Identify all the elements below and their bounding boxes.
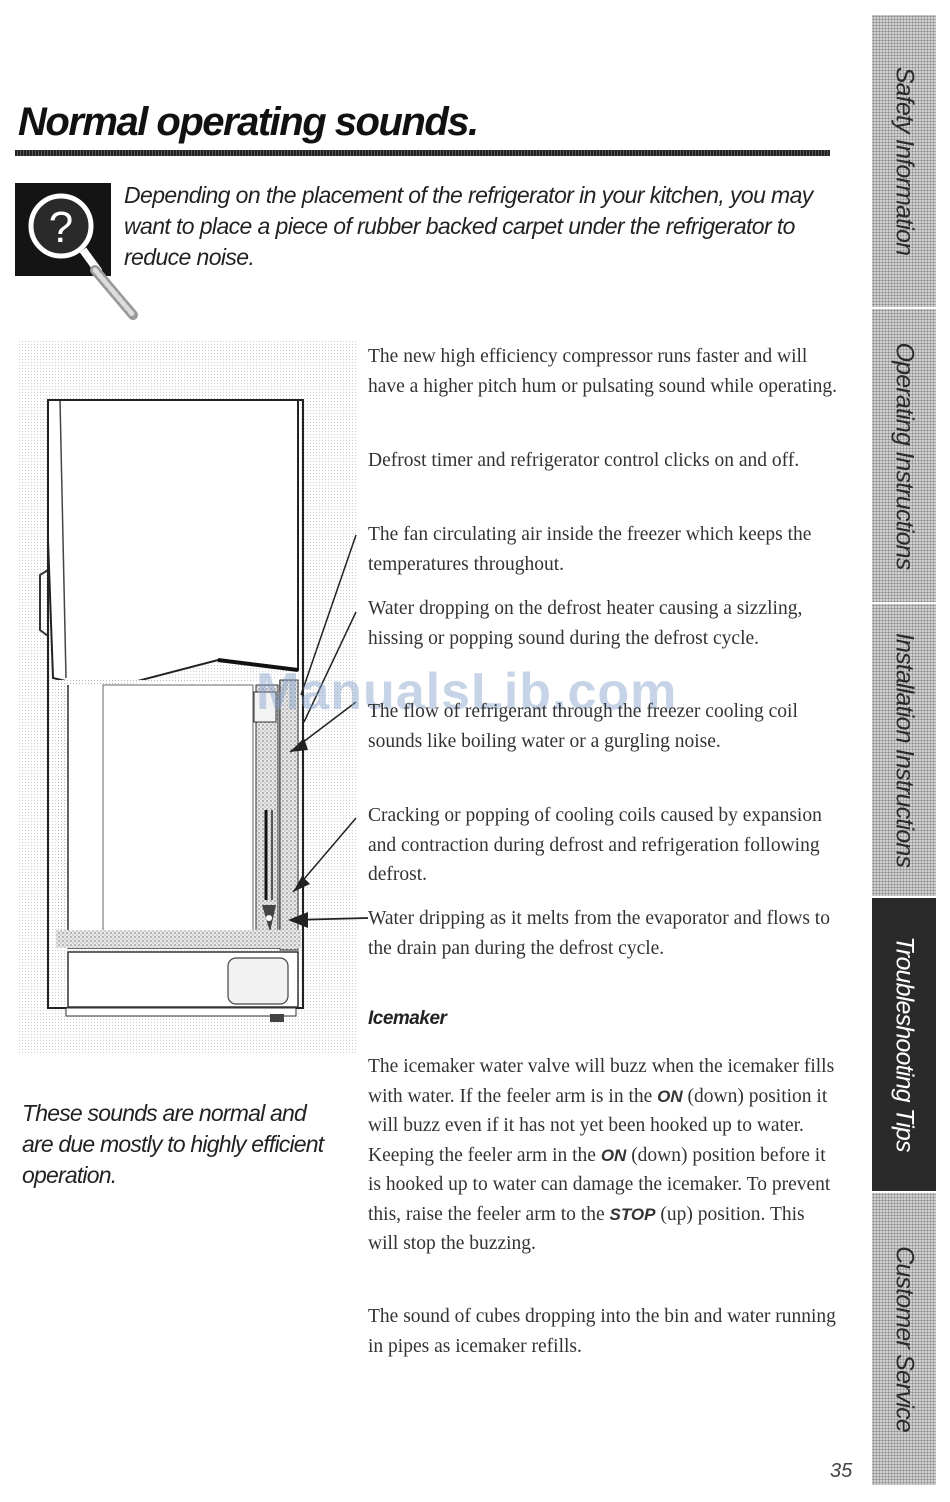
tab-troubleshooting-tips[interactable]: Troubleshooting Tips	[872, 898, 936, 1193]
caption-note: These sounds are normal and are due most…	[22, 1100, 324, 1188]
sound-item: The fan circulating air inside the freez…	[368, 524, 812, 575]
sound-item: Cracking or popping of cooling coils cau…	[368, 805, 822, 885]
tab-label: Installation Instructions	[890, 632, 919, 868]
title-rule	[15, 150, 830, 156]
tip-text: Depending on the placement of the refrig…	[124, 182, 813, 270]
sound-item: The flow of refrigerant through the free…	[368, 701, 798, 752]
refrigerator-diagram	[18, 340, 368, 1055]
tab-operating-instructions[interactable]: Operating Instructions	[872, 309, 936, 604]
stop-keyword: STOP	[609, 1204, 656, 1224]
tab-installation-instructions[interactable]: Installation Instructions	[872, 603, 936, 899]
icemaker-paragraph: The icemaker water valve will buzz when …	[368, 1056, 835, 1254]
sound-item: The new high efficiency compressor runs …	[368, 346, 837, 397]
tab-label: Customer Service	[890, 1245, 919, 1432]
page-number: 35	[830, 1460, 853, 1482]
tab-label: Operating Instructions	[890, 342, 919, 570]
section-tabs: Safety Information Operating Instruction…	[872, 15, 936, 1488]
sound-item: Defrost timer and refrigerator control c…	[368, 450, 800, 471]
on-keyword: ON	[657, 1086, 683, 1106]
page-title: Normal operating sounds.	[18, 100, 479, 144]
question-magnifier-icon: ?	[28, 193, 138, 320]
icemaker-cubes-paragraph: The sound of cubes dropping into the bin…	[368, 1306, 836, 1357]
tab-customer-service[interactable]: Customer Service	[872, 1192, 936, 1488]
watermark: ManualsLib.com	[256, 663, 678, 721]
icemaker-heading: Icemaker	[368, 1008, 447, 1029]
svg-text:?: ?	[49, 203, 73, 252]
on-keyword: ON	[600, 1145, 627, 1165]
tab-safety-information[interactable]: Safety Information	[872, 15, 936, 310]
tab-label: Safety Information	[890, 66, 919, 256]
tab-label: Troubleshooting Tips	[890, 936, 919, 1153]
sound-item: Water dropping on the defrost heater cau…	[368, 598, 803, 649]
sound-item: Water dripping as it melts from the evap…	[368, 908, 830, 959]
